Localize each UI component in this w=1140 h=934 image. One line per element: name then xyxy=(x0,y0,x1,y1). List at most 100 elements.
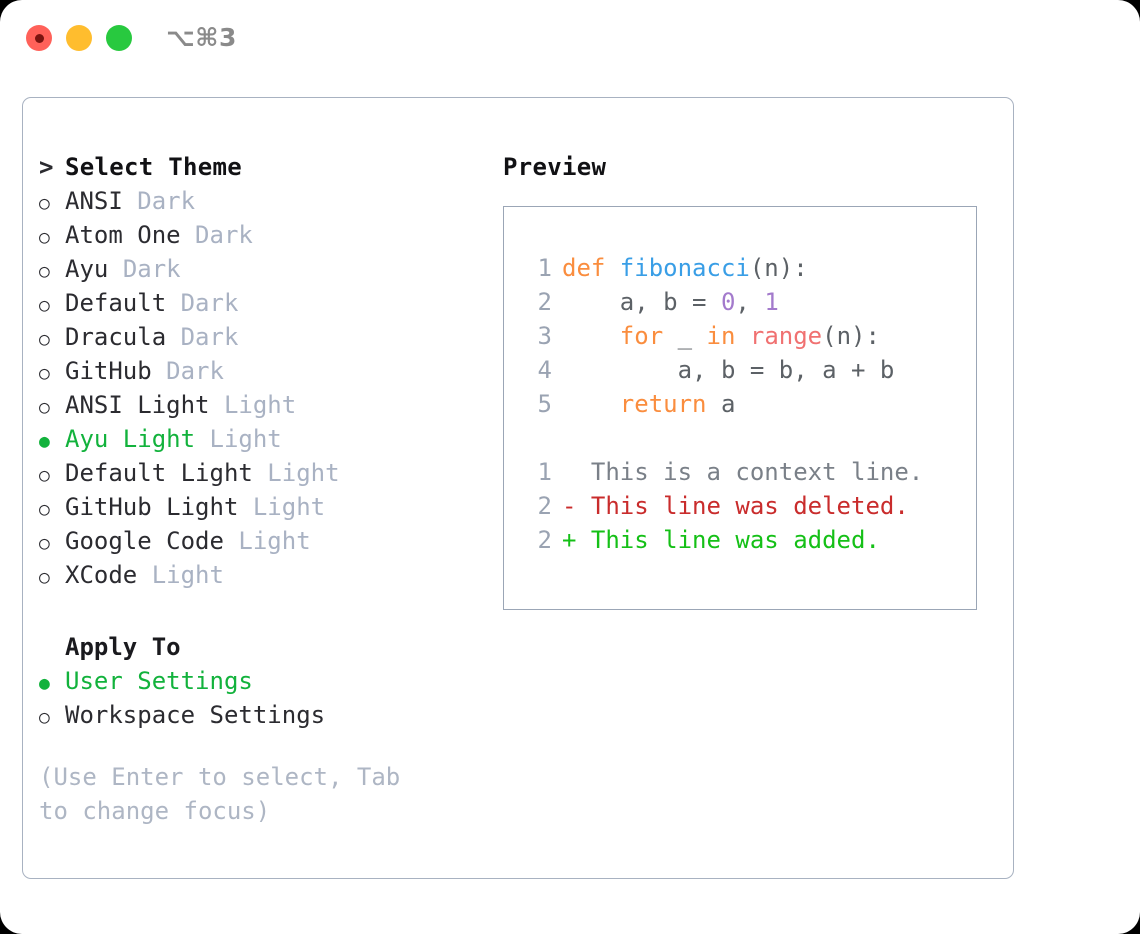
label-spacer xyxy=(224,524,238,558)
theme-option-row[interactable]: Dracula Dark xyxy=(39,320,479,354)
theme-name-label: Default xyxy=(65,289,167,317)
theme-option-row[interactable]: Ayu Light Light xyxy=(39,422,479,456)
label-spacer xyxy=(137,558,151,592)
theme-picker-panel: Select Theme ANSI DarkAtom One DarkAyu D… xyxy=(22,97,1014,879)
radio-selected-icon xyxy=(39,664,65,701)
diff-text: This is a context line. xyxy=(590,458,924,486)
code-token-plain: , xyxy=(735,288,765,316)
diff-spacer xyxy=(576,523,590,557)
theme-name-label: GitHub xyxy=(65,357,152,385)
code-line: 2 a, b = 0, 1 xyxy=(504,285,976,319)
theme-variant-tag: Dark xyxy=(122,255,181,283)
theme-option-row[interactable]: Default Dark xyxy=(39,286,479,320)
keyboard-shortcut-label: ⌥⌘3 xyxy=(166,23,237,52)
diff-text: This line was deleted. xyxy=(590,492,909,520)
line-number: 5 xyxy=(537,390,552,418)
apply-to-heading: Apply To xyxy=(39,630,479,664)
theme-variant-tag: Light xyxy=(151,561,224,589)
theme-option-row[interactable]: Atom One Dark xyxy=(39,218,479,252)
theme-name-label: ANSI xyxy=(65,187,123,215)
theme-option-row[interactable]: Google Code Light xyxy=(39,524,479,558)
theme-variant-tag: Dark xyxy=(195,221,253,249)
label-spacer xyxy=(108,252,122,286)
diff-sign: + xyxy=(562,526,577,554)
radio-unselected-icon xyxy=(39,320,65,357)
label-spacer xyxy=(166,286,180,320)
code-token-kw: for xyxy=(619,322,664,350)
label-spacer xyxy=(152,354,166,388)
close-button[interactable] xyxy=(26,25,52,51)
theme-name-label: Google Code xyxy=(65,527,224,555)
code-token-built: range xyxy=(749,322,823,350)
radio-unselected-icon xyxy=(39,388,65,425)
theme-variant-tag: Light xyxy=(238,527,311,555)
apply-to-option-row[interactable]: User Settings xyxy=(39,664,479,698)
radio-unselected-icon xyxy=(39,286,65,323)
theme-name-label: GitHub Light xyxy=(65,493,239,521)
theme-option-row[interactable]: Default Light Light xyxy=(39,456,479,490)
apply-to-option-row[interactable]: Workspace Settings xyxy=(39,698,479,732)
theme-option-row[interactable]: GitHub Dark xyxy=(39,354,479,388)
title-bar: ⌥⌘3 xyxy=(0,0,1140,78)
line-number: 1 xyxy=(537,254,552,282)
theme-option-list: ANSI DarkAtom One DarkAyu DarkDefault Da… xyxy=(39,184,479,592)
theme-list-column: Select Theme ANSI DarkAtom One DarkAyu D… xyxy=(39,150,479,828)
caret-icon xyxy=(39,150,65,184)
code-line: 4 a, b = b, a + b xyxy=(504,353,976,387)
theme-variant-tag: Dark xyxy=(180,323,239,351)
theme-name-label: ANSI Light xyxy=(65,391,210,419)
theme-variant-tag: Light xyxy=(267,459,340,487)
section-gap xyxy=(39,592,479,630)
theme-option-row[interactable]: ANSI Dark xyxy=(39,184,479,218)
apply-to-label: Workspace Settings xyxy=(65,701,326,729)
code-token-fn: fibonacci xyxy=(619,254,750,282)
theme-variant-tag: Dark xyxy=(166,357,224,385)
radio-unselected-icon xyxy=(39,698,65,735)
theme-variant-tag: Dark xyxy=(137,187,196,215)
apply-to-label: User Settings xyxy=(65,667,253,695)
label-spacer xyxy=(195,422,209,456)
traffic-light-buttons xyxy=(26,25,132,51)
theme-name-label: Atom One xyxy=(65,221,181,249)
radio-unselected-icon xyxy=(39,490,65,527)
line-number: 2 xyxy=(537,492,552,520)
radio-unselected-icon xyxy=(39,218,65,255)
theme-name-label: Ayu xyxy=(65,255,109,283)
theme-variant-tag: Light xyxy=(223,391,297,419)
theme-option-row[interactable]: ANSI Light Light xyxy=(39,388,479,422)
diff-sample: 1 This is a context line.2- This line wa… xyxy=(504,455,976,557)
theme-variant-tag: Light xyxy=(252,493,326,521)
label-spacer xyxy=(238,490,252,524)
diff-sign xyxy=(562,455,576,489)
line-number: 3 xyxy=(537,322,552,350)
maximize-button[interactable] xyxy=(106,25,132,51)
code-line: 3 for _ in range(n): xyxy=(504,319,976,353)
line-number: 2 xyxy=(537,526,552,554)
radio-selected-icon xyxy=(39,422,65,459)
theme-option-row[interactable]: Ayu Dark xyxy=(39,252,479,286)
radio-unselected-icon xyxy=(39,456,65,493)
code-diff-gap xyxy=(504,421,976,455)
line-number: 4 xyxy=(537,356,552,384)
theme-option-row[interactable]: GitHub Light Light xyxy=(39,490,479,524)
minimize-button[interactable] xyxy=(66,25,92,51)
code-token-plain: _ xyxy=(663,322,707,350)
theme-option-row[interactable]: XCode Light xyxy=(39,558,479,592)
theme-name-label: XCode xyxy=(65,561,138,589)
radio-unselected-icon xyxy=(39,184,65,221)
theme-name-label: Default Light xyxy=(65,459,253,487)
label-spacer xyxy=(210,388,224,422)
code-line: 5 return a xyxy=(504,387,976,421)
theme-name-label: Ayu Light xyxy=(65,425,196,453)
label-spacer xyxy=(123,184,137,218)
code-token-plain: a xyxy=(706,390,736,418)
diff-line: 2+ This line was added. xyxy=(504,523,976,557)
diff-line: 1 This is a context line. xyxy=(504,455,976,489)
diff-spacer xyxy=(576,489,590,523)
radio-unselected-icon xyxy=(39,252,65,289)
